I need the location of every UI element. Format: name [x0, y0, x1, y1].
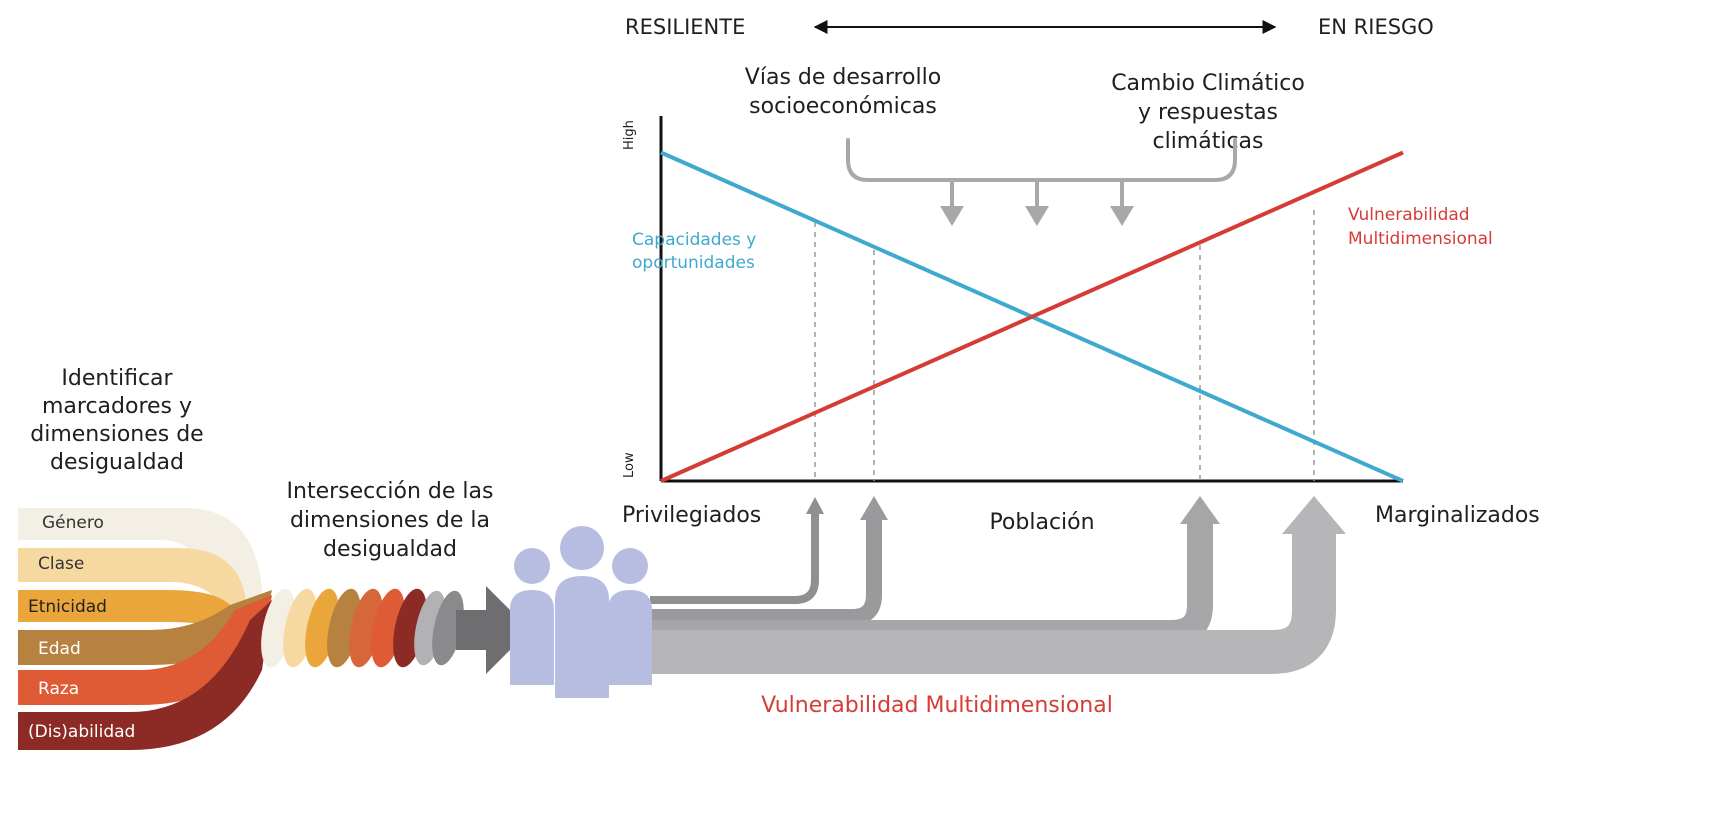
ribbon-genero — [18, 508, 262, 620]
down-arrow-1 — [940, 206, 964, 226]
down-arrow-2 — [1025, 206, 1049, 226]
climate-label-line3: climáticas — [1152, 129, 1263, 154]
y-high-label: High — [622, 120, 637, 150]
intersection-braid — [261, 588, 464, 668]
intersection-arrow — [456, 586, 530, 674]
x-right-label: Marginalizados — [1375, 503, 1540, 528]
flow-arrowhead-4 — [1282, 496, 1346, 534]
flow-arrowhead-1 — [806, 497, 824, 514]
bottom-vulnerability-label: Vulnerabilidad Multidimensional — [761, 693, 1113, 718]
x-center-label: Población — [989, 510, 1094, 535]
intersection-label-line2: dimensiones de la — [290, 508, 490, 533]
socioeconomic-label-line2: socioeconómicas — [749, 94, 937, 119]
dashed-guides — [814, 210, 1315, 481]
socioeconomic-label-line1: Vías de desarrollo — [745, 65, 941, 90]
chart-axes — [659, 116, 1403, 483]
ribbon-disabilidad — [18, 600, 272, 750]
climate-label-line1: Cambio Climático — [1111, 71, 1305, 96]
flow-arrow-2 — [650, 518, 882, 625]
intersection-label-line3: desigualdad — [323, 537, 457, 562]
ribbon-raza — [18, 595, 272, 705]
drivers-bracket — [846, 138, 1237, 210]
at-risk-label: EN RIESGO — [1318, 15, 1434, 39]
markers-title-line1: Identificar — [61, 366, 173, 391]
intersection-label-line1: Intersección de las — [287, 479, 494, 504]
marker-edad: Edad — [38, 639, 81, 659]
x-left-label: Privilegiados — [622, 503, 761, 528]
marker-clase: Clase — [38, 554, 84, 574]
markers-title-line3: dimensiones de — [30, 422, 203, 447]
vulnerability-label-line2: Multidimensional — [1348, 229, 1493, 249]
flow-arrows — [650, 512, 1336, 674]
marker-ribbons — [18, 508, 272, 750]
capacities-label-line1: Capacidades y — [632, 230, 756, 250]
markers-title-line2: marcadores y — [42, 394, 192, 419]
flow-arrowhead-3 — [1180, 496, 1220, 524]
chart-series — [660, 150, 1404, 483]
flow-arrow-4 — [650, 532, 1336, 674]
ribbon-clase — [18, 548, 246, 620]
climate-label-line2: y respuestas — [1138, 100, 1278, 125]
resilient-label: RESILIENTE — [625, 15, 745, 39]
flow-arrow-1 — [650, 512, 819, 604]
marker-genero: Género — [42, 513, 104, 533]
marker-disabilidad: (Dis)abilidad — [28, 722, 135, 742]
capacities-label-line2: oportunidades — [632, 253, 755, 273]
vulnerability-label-line1: Vulnerabilidad — [1348, 205, 1470, 225]
ribbon-etnicidad — [18, 590, 262, 628]
vulnerability-line — [660, 150, 1404, 483]
flow-arrowhead-2 — [860, 496, 888, 520]
y-low-label: Low — [622, 452, 637, 478]
down-arrow-3 — [1110, 206, 1134, 226]
marker-raza: Raza — [38, 679, 79, 699]
markers-title-line4: desigualdad — [50, 450, 184, 475]
marker-etnicidad: Etnicidad — [28, 597, 107, 617]
people-icon — [510, 526, 652, 698]
